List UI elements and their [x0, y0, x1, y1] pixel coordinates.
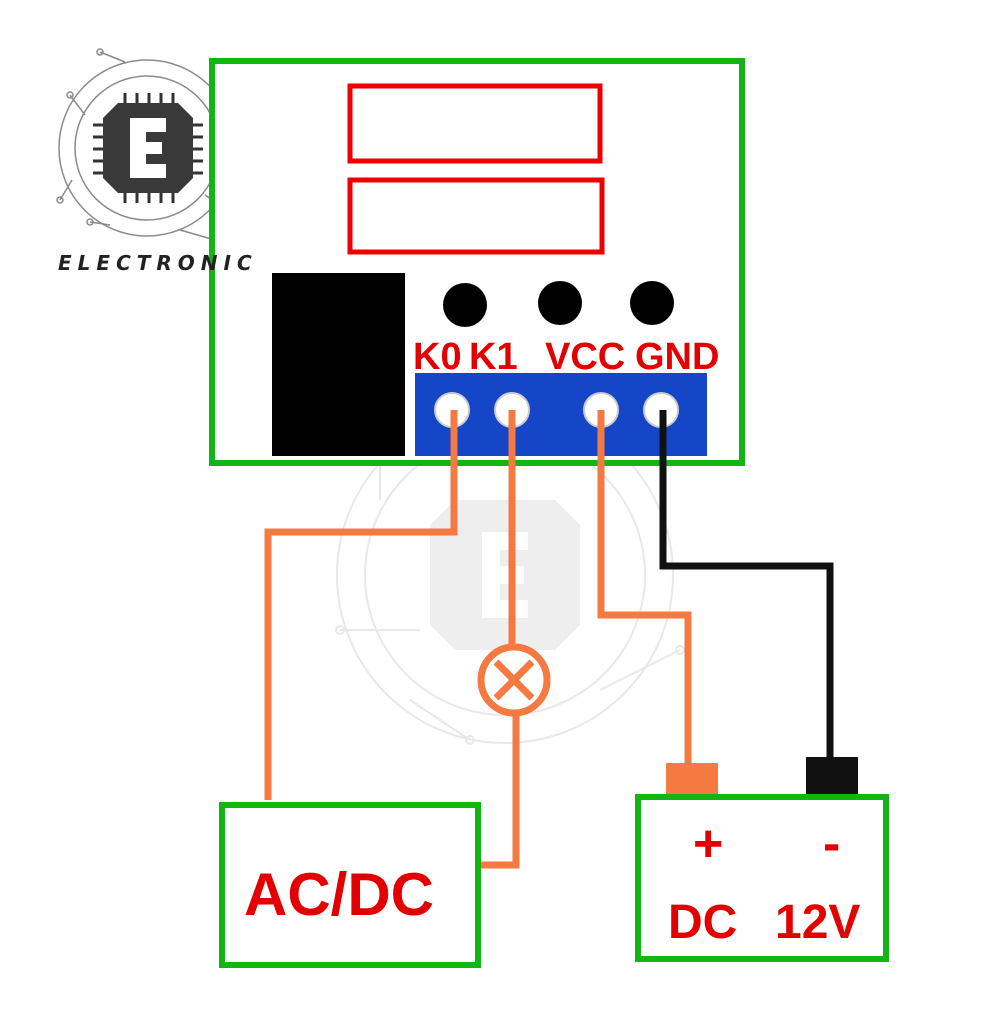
mount-hole-3 [630, 281, 674, 325]
relay-block [272, 273, 405, 456]
power-dc-label: DC [668, 896, 738, 949]
wire-gnd-to-minus [659, 410, 834, 760]
minus-connector [806, 757, 858, 797]
logo-text: ELECTRONIC [58, 251, 258, 275]
terminal-label-k0: K0 [413, 336, 462, 378]
load-box [219, 802, 481, 968]
plus-connector [666, 763, 718, 797]
power-plus-label: + [693, 815, 724, 873]
wire-lamp-to-load [478, 715, 520, 869]
mount-hole-2 [538, 281, 582, 325]
terminal-label-gnd: GND [635, 336, 720, 378]
display-window-top [347, 83, 603, 164]
power-minus-label: - [823, 815, 841, 873]
power-12v-label: 12V [775, 896, 861, 949]
terminal-label-vcc: VCC [545, 336, 626, 378]
lamp-icon [477, 643, 551, 717]
wire-k0-to-load [264, 410, 458, 800]
power-supply-box [635, 794, 889, 962]
display-window-bottom [347, 177, 605, 255]
mount-hole-1 [443, 283, 487, 327]
terminal-label-k1: K1 [469, 336, 518, 378]
load-label: AC/DC [244, 861, 434, 928]
wire-vcc-to-plus [597, 410, 692, 770]
